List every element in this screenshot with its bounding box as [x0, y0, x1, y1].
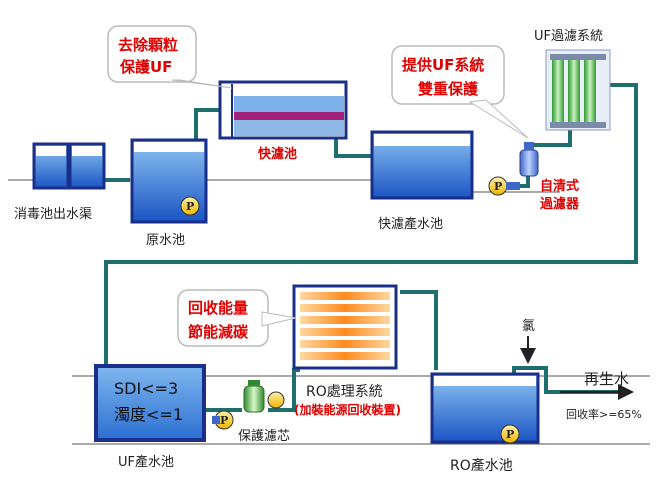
callout-dual-protection-line2: 雙重保護: [418, 80, 479, 98]
ro-product-pump: P: [500, 424, 520, 444]
callout-remove-particles-line2: 保護UF: [119, 58, 172, 76]
ro-product-tank: [430, 372, 540, 444]
callout-remove-particles: 去除顆粒 保護UF: [107, 25, 233, 89]
callout-remove-particles-line1: 去除顆粒: [118, 36, 178, 54]
protective-cartridge-icon: [243, 380, 285, 413]
ro-system-module: [292, 284, 398, 370]
label-chlorine: 氯: [522, 319, 535, 334]
svg-text:P: P: [494, 180, 502, 193]
callout-dual-protection-line1: 提供UF系統: [402, 56, 484, 74]
svg-text:P: P: [186, 200, 194, 213]
label-raw-water-tank: 原水池: [146, 233, 185, 248]
label-uf-product-tank: UF產水池: [118, 454, 174, 470]
label-self-clean-filter-line1: 自清式: [540, 178, 579, 194]
callout-dual-protection: 提供UF系統 雙重保護: [391, 45, 529, 139]
label-rapid-filter-product-tank: 快濾產水池: [378, 216, 443, 232]
label-ro-product-tank: RO產水池: [450, 457, 513, 474]
label-recovery-rate: 回收率>=65%: [566, 407, 642, 421]
label-reclaimed-water: 再生水: [584, 370, 629, 388]
label-self-clean-filter-line2: 過濾器: [539, 196, 580, 212]
rapid-filter-tank: [218, 80, 348, 140]
label-uf-system: UF過濾系統: [534, 29, 603, 44]
disinfection-channel: [32, 142, 106, 190]
callout-energy-recovery-line2: 節能減碳: [188, 323, 249, 341]
label-rapid-filter: 快濾池: [258, 146, 297, 162]
uf-tank-pump: P: [212, 410, 234, 430]
svg-text:P: P: [506, 428, 514, 441]
label-ro-energy-note: (加裝能源回收裝置): [294, 402, 401, 417]
uf-system-rack: [545, 49, 611, 131]
uf-tank-turbidity: 濁度<=1: [114, 405, 183, 424]
label-ro-system: RO處理系統: [306, 384, 383, 400]
self-cleaning-filter-icon: [519, 142, 539, 177]
callout-energy-recovery: 回收能量 節能減碳: [177, 289, 297, 347]
label-protective-cartridge: 保護濾芯: [238, 428, 290, 444]
uf-tank-sdi: SDI<=3: [114, 379, 178, 398]
label-disinfection-outlet: 消毒池出水渠: [14, 207, 92, 222]
raw-water-pump: P: [180, 196, 200, 216]
svg-text:P: P: [220, 414, 228, 427]
rapid-filter-product-tank: [370, 130, 474, 200]
product-tank-pump: P: [488, 176, 520, 196]
uf-product-tank: [94, 364, 206, 442]
callout-energy-recovery-line1: 回收能量: [188, 299, 248, 317]
